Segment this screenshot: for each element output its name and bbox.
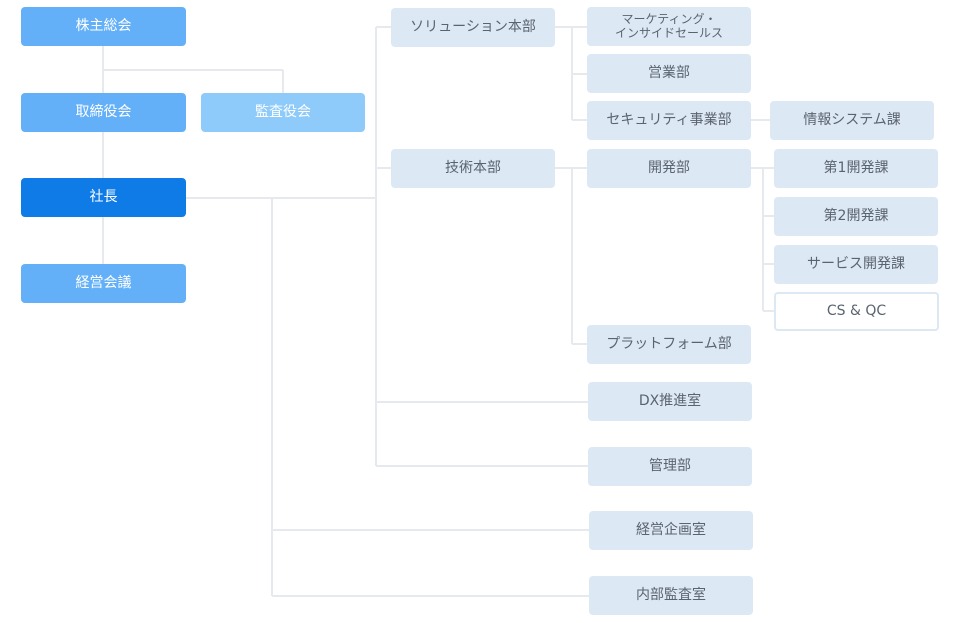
marketing-insidesales-node: マーケティング・ インサイドセールス bbox=[587, 7, 751, 46]
internal-audit-node: 内部監査室 bbox=[589, 576, 753, 615]
security-division-node: セキュリティ事業部 bbox=[587, 101, 751, 140]
cs-qc-section-node: CS & QC bbox=[774, 292, 939, 331]
shareholders-meeting-node: 株主総会 bbox=[21, 7, 186, 46]
technology-division-node: 技術本部 bbox=[391, 149, 555, 188]
platform-department-node: プラットフォーム部 bbox=[587, 325, 751, 364]
board-of-directors-node: 取締役会 bbox=[21, 93, 186, 132]
solution-division-node: ソリューション本部 bbox=[391, 8, 555, 47]
service-dev-section-node: サービス開発課 bbox=[774, 245, 938, 284]
management-meeting-node: 経営会議 bbox=[21, 264, 186, 303]
president-node: 社長 bbox=[21, 178, 186, 217]
info-systems-section-node: 情報システム課 bbox=[770, 101, 934, 140]
administration-department-node: 管理部 bbox=[588, 447, 752, 486]
development-department-node: 開発部 bbox=[587, 149, 751, 188]
dev2-section-node: 第2開発課 bbox=[774, 197, 938, 236]
corporate-planning-node: 経営企画室 bbox=[589, 511, 753, 550]
audit-board-node: 監査役会 bbox=[201, 93, 365, 132]
dev1-section-node: 第1開発課 bbox=[774, 149, 938, 188]
dx-office-node: DX推進室 bbox=[588, 382, 752, 421]
sales-department-node: 営業部 bbox=[587, 54, 751, 93]
